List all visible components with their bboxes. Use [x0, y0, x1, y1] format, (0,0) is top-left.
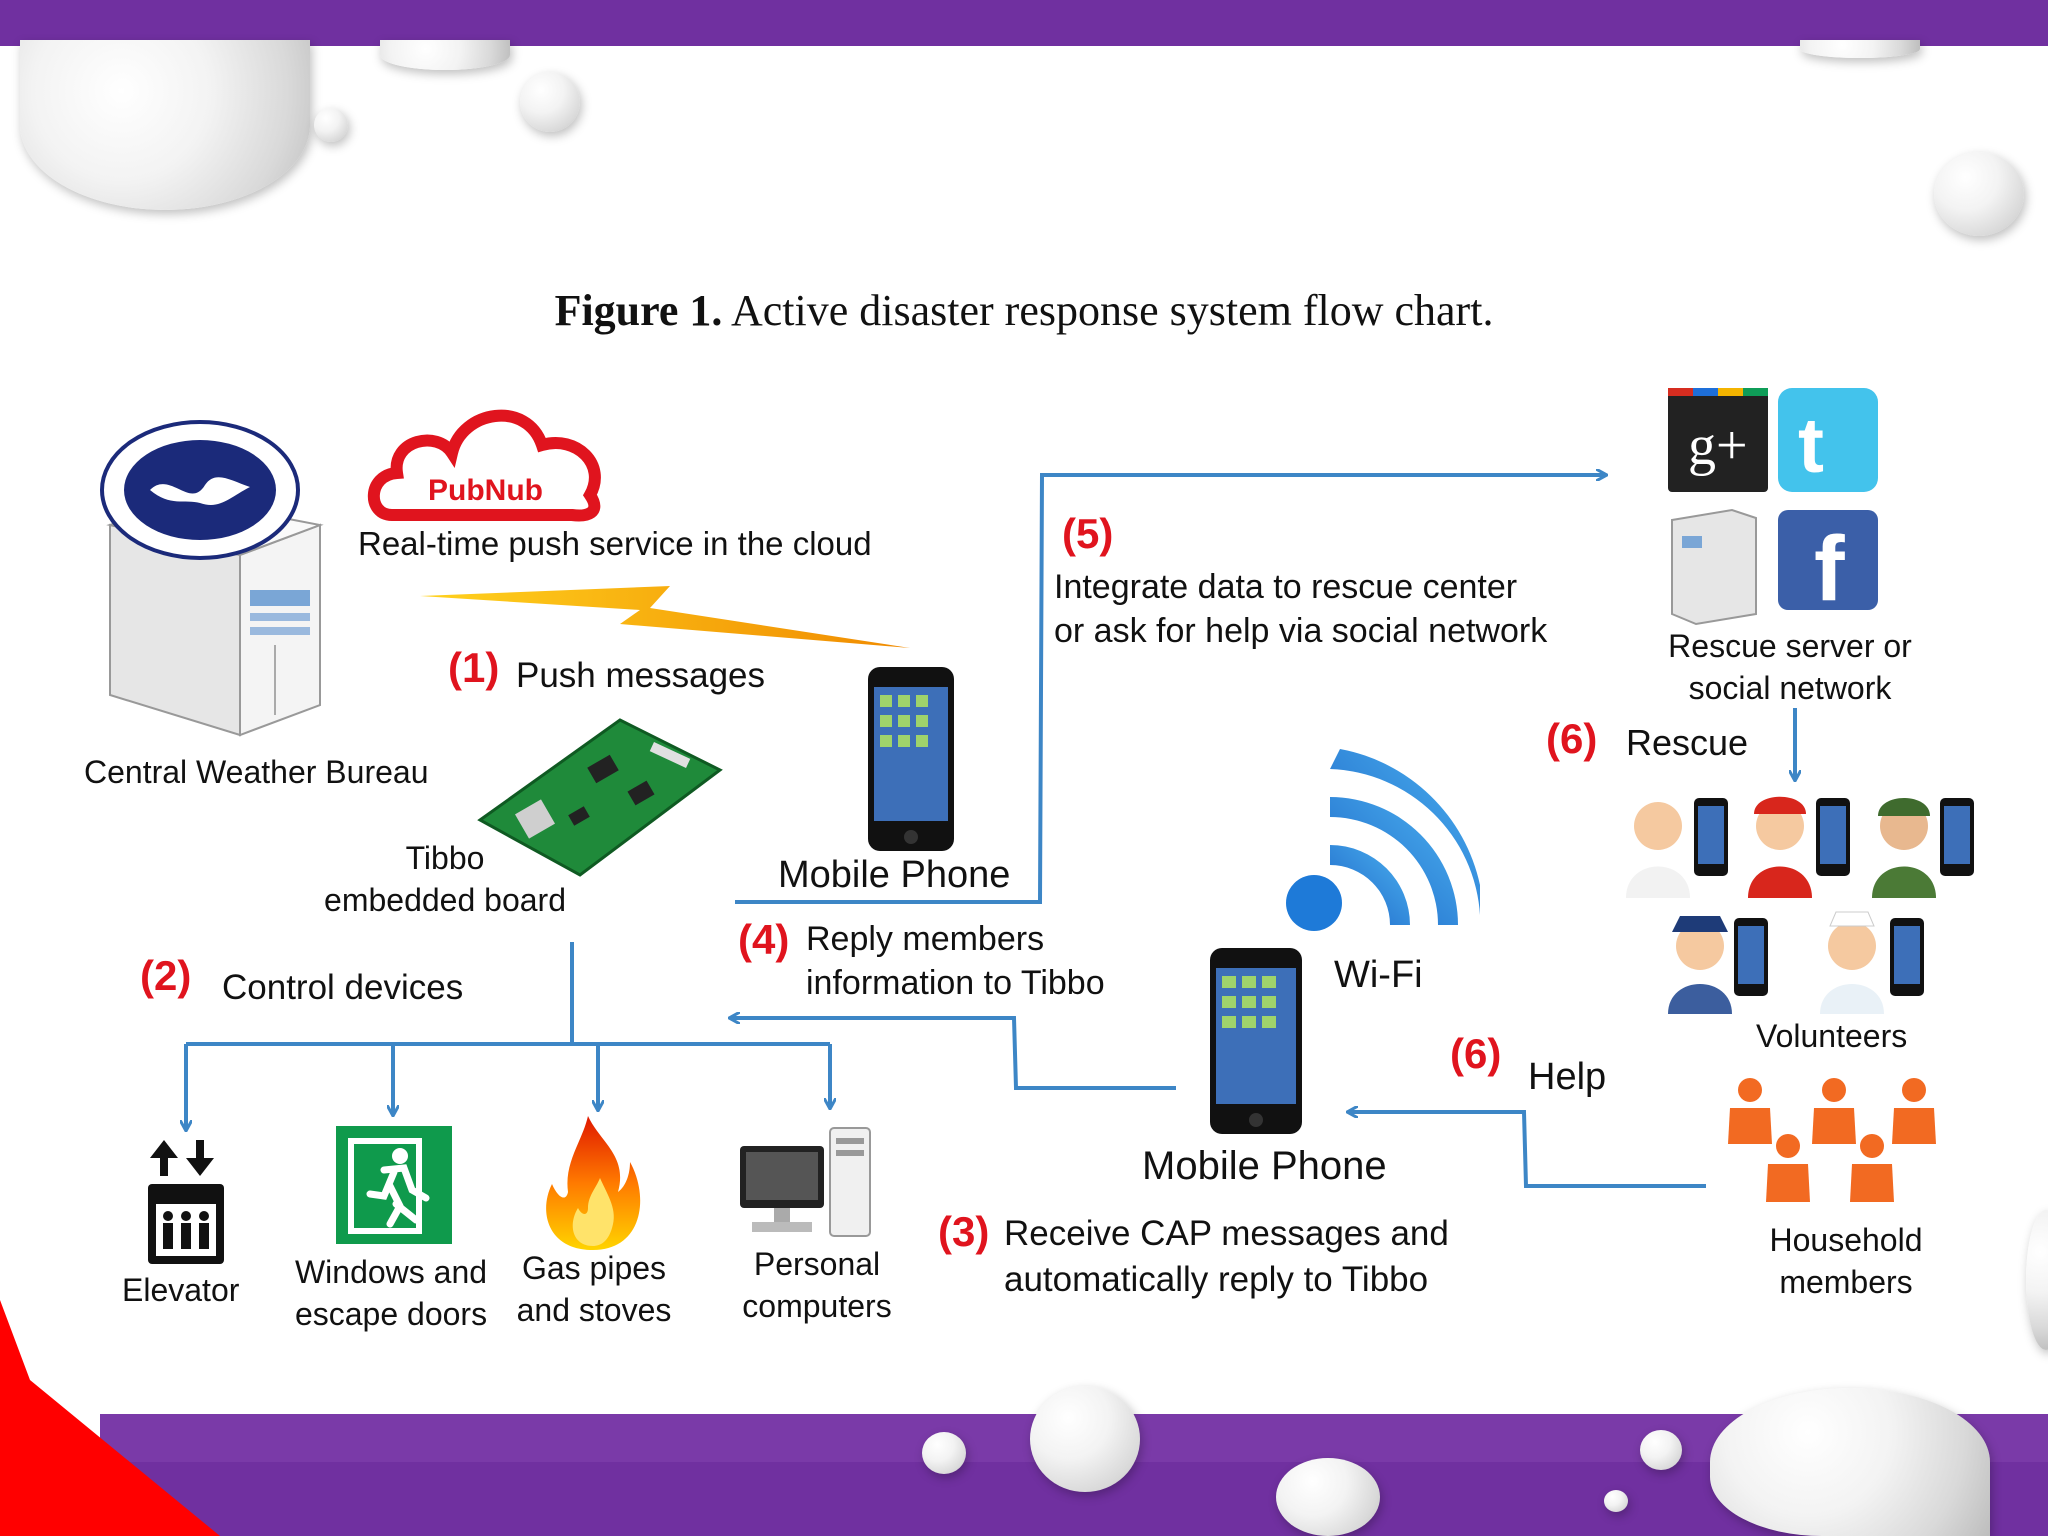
pubnub-description: Real-time push service in the cloud	[358, 525, 872, 562]
elevator-label: Elevator	[122, 1272, 240, 1308]
mobile-phone-bottom-label: Mobile Phone	[1142, 1144, 1387, 1188]
step-6-rescue-number: (6)	[1546, 715, 1598, 762]
svg-text:f: f	[1814, 518, 1845, 620]
wifi-icon	[1286, 749, 1480, 931]
police-figure	[1668, 916, 1768, 1014]
tibbo-label-line2: embedded board	[324, 882, 566, 918]
household-members-icon	[1728, 1078, 1936, 1202]
soldier-figure	[1872, 798, 1974, 898]
household-label-line2: members	[1779, 1264, 1913, 1300]
step-3-text-line2: automatically reply to Tibbo	[1004, 1260, 1429, 1299]
gas-label-line2: and stoves	[516, 1292, 672, 1328]
step-5-number: (5)	[1062, 510, 1114, 557]
step-3-number: (3)	[938, 1208, 990, 1255]
water-drop	[1710, 1388, 1990, 1536]
rescue-server-label-line2: social network	[1688, 670, 1892, 706]
water-drop	[20, 40, 310, 210]
step-3-text-line1: Receive CAP messages and	[1004, 1214, 1449, 1253]
tibbo-label-line1: Tibbo	[405, 840, 485, 876]
mobile-phone-bottom-icon	[1210, 948, 1302, 1134]
escape-door-icon	[336, 1126, 452, 1244]
google-plus-icon: g+	[1668, 388, 1768, 492]
elevator-icon	[148, 1140, 224, 1264]
pc-label-line2: computers	[742, 1288, 892, 1324]
water-drop	[314, 108, 348, 142]
water-drop	[1604, 1490, 1628, 1512]
gas-label-line1: Gas pipes	[521, 1250, 667, 1286]
step-1-text: Push messages	[516, 656, 766, 695]
step-1-number: (1)	[448, 644, 500, 691]
tibbo-board-icon	[477, 718, 723, 877]
fire-icon	[546, 1116, 641, 1250]
water-drop	[1800, 40, 1920, 58]
step-2-text: Control devices	[222, 968, 464, 1007]
water-drop	[2026, 1210, 2048, 1350]
water-drop	[520, 72, 580, 132]
volunteers-icon	[1626, 796, 1974, 1014]
arrow-reply-to-tibbo	[730, 1018, 1176, 1090]
step-5-text-line2: or ask for help via social network	[1054, 612, 1548, 650]
rescue-server-icon	[1671, 508, 1757, 626]
windows-label-line1: Windows and	[294, 1254, 488, 1290]
personal-computer-icon	[740, 1127, 871, 1237]
step-4-text-line2: information to Tibbo	[806, 964, 1105, 1002]
step-5-text-line1: Integrate data to rescue center	[1054, 568, 1518, 606]
svg-text:t: t	[1798, 401, 1824, 489]
pc-label-line1: Personal	[753, 1246, 881, 1282]
wifi-label: Wi-Fi	[1334, 954, 1423, 996]
top-banner	[0, 0, 2048, 46]
svg-text:g+: g+	[1688, 415, 1748, 477]
arrow-help	[1348, 1112, 1706, 1188]
mobile-phone-top-label: Mobile Phone	[778, 854, 1011, 896]
windows-label-line2: escape doors	[294, 1296, 488, 1332]
mobile-phone-top-icon	[868, 667, 954, 851]
facebook-icon: f	[1778, 510, 1878, 620]
household-label-line1: Household	[1769, 1222, 1923, 1258]
central-weather-bureau-server-icon	[100, 420, 324, 737]
lightning-bolt-icon	[420, 586, 910, 648]
firefighter-figure	[1748, 796, 1850, 898]
volunteers-label: Volunteers	[1756, 1018, 1908, 1054]
pubnub-cloud-icon	[367, 409, 601, 522]
step-6-rescue-text: Rescue	[1626, 722, 1749, 763]
step-2-number: (2)	[140, 952, 192, 999]
water-drop	[1276, 1458, 1380, 1536]
social-network-icons: g+ t f	[1668, 388, 1878, 626]
pubnub-logo-text: PubNub	[428, 474, 543, 507]
water-drop	[1640, 1430, 1682, 1470]
step-4-text-line1: Reply members	[806, 920, 1045, 958]
step-6-help-number: (6)	[1450, 1030, 1502, 1077]
arrow-integrate-data	[735, 475, 1606, 904]
red-corner-decoration	[0, 1300, 220, 1536]
twitter-icon: t	[1778, 388, 1878, 492]
central-weather-bureau-label: Central Weather Bureau	[84, 754, 429, 790]
water-drop	[922, 1432, 966, 1474]
figure-title: Figure 1. Active disaster response syste…	[554, 286, 1494, 335]
water-drop	[1030, 1386, 1140, 1492]
rescue-server-label-line1: Rescue server or	[1668, 628, 1912, 664]
doctor-figure	[1626, 798, 1728, 898]
water-drop	[380, 40, 510, 70]
water-drop	[1934, 152, 2024, 236]
bottom-banner	[0, 1462, 2048, 1536]
nurse-figure	[1820, 911, 1924, 1014]
step-6-help-text: Help	[1528, 1056, 1607, 1098]
step-4-number: (4)	[738, 916, 790, 963]
